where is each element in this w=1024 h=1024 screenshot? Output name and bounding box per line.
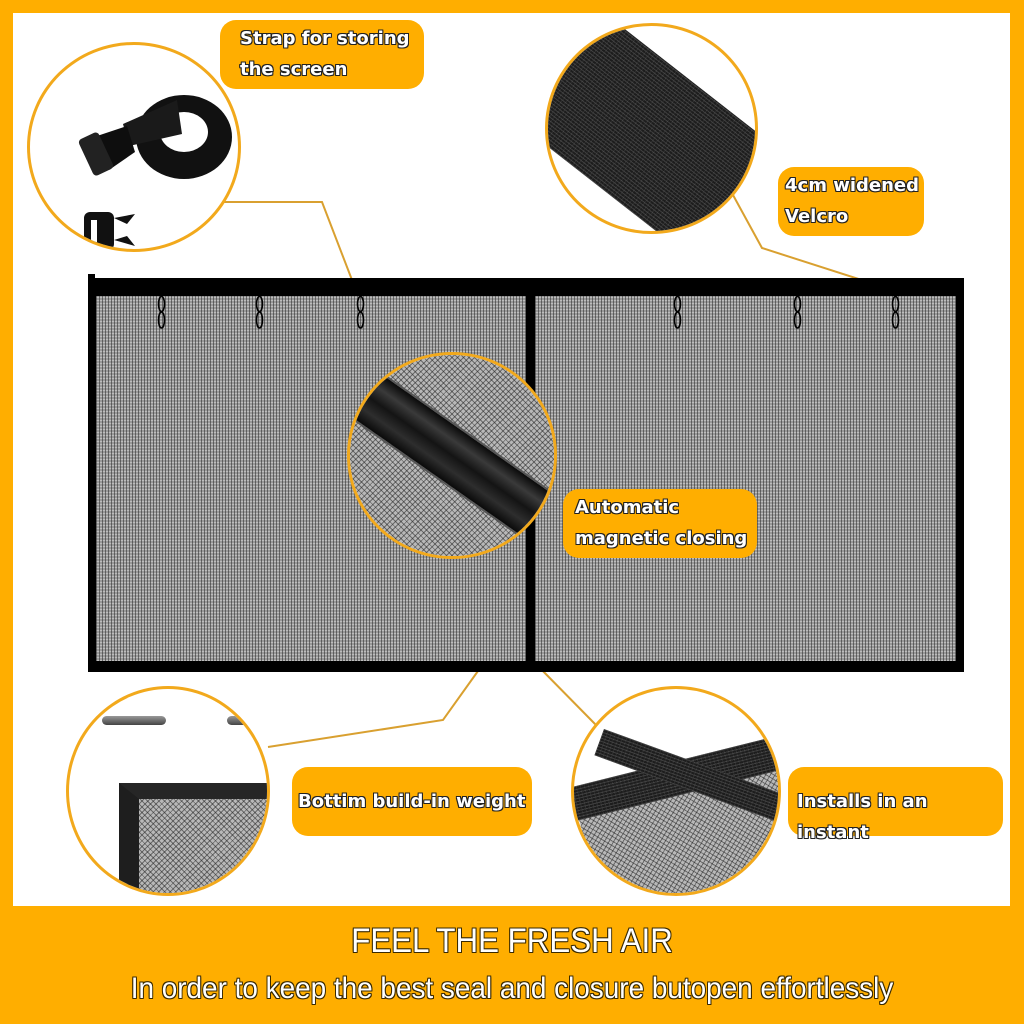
frame-left-bar <box>88 278 96 672</box>
strap-callout-label: Strap for storing the screen <box>220 20 424 89</box>
strap-callout-line1: Strap for storing <box>240 28 410 49</box>
hanging-loop-icon <box>673 296 682 329</box>
velcro-callout-line2: Velcro <box>785 206 849 227</box>
velcro-closeup-image <box>548 26 755 231</box>
frame-top-bar <box>88 278 964 296</box>
hanging-loop-icon <box>255 296 264 329</box>
weight-rod-icon <box>102 716 166 725</box>
hanging-loop-icon <box>356 296 365 329</box>
magnetic-callout-line1: Automatic <box>575 497 680 518</box>
magnetic-callout-line2: magnetic closing <box>575 528 748 549</box>
install-callout-label: Installs in an instant <box>788 767 1003 843</box>
weight-callout-line1: Bottim build-in weight <box>298 791 526 812</box>
buckle-strap-icon <box>78 95 232 249</box>
install-detail-circle <box>571 686 781 896</box>
weight-rod-icon <box>227 716 267 725</box>
magnetic-detail-circle <box>347 352 557 559</box>
mesh-panel-right <box>535 296 956 661</box>
frame-right-bar <box>956 278 964 672</box>
hanging-loop-icon <box>793 296 802 329</box>
velcro-callout-line1: 4cm widened <box>785 175 920 196</box>
frame-bottom-bar <box>88 661 964 672</box>
strap-callout-line2: the screen <box>240 59 348 80</box>
velcro-detail-circle <box>545 23 758 234</box>
frame-top-tab <box>88 274 95 280</box>
hanging-loop-icon <box>157 296 166 329</box>
weight-callout-label: Bottim build-in weight <box>292 767 532 836</box>
strap-detail-circle <box>27 42 241 252</box>
install-callout-line1: Installs in an instant <box>797 791 928 843</box>
footer-title: FEEL THE FRESH AIR <box>351 922 673 960</box>
weight-detail-circle <box>66 686 270 896</box>
hanging-loop-icon <box>891 296 900 329</box>
velcro-callout-label: 4cm widened Velcro <box>778 167 924 236</box>
magnetic-callout-label: Automatic magnetic closing <box>563 489 757 558</box>
bottom-weight-image <box>119 783 267 893</box>
footer-subtitle: In order to keep the best seal and closu… <box>130 972 894 1005</box>
